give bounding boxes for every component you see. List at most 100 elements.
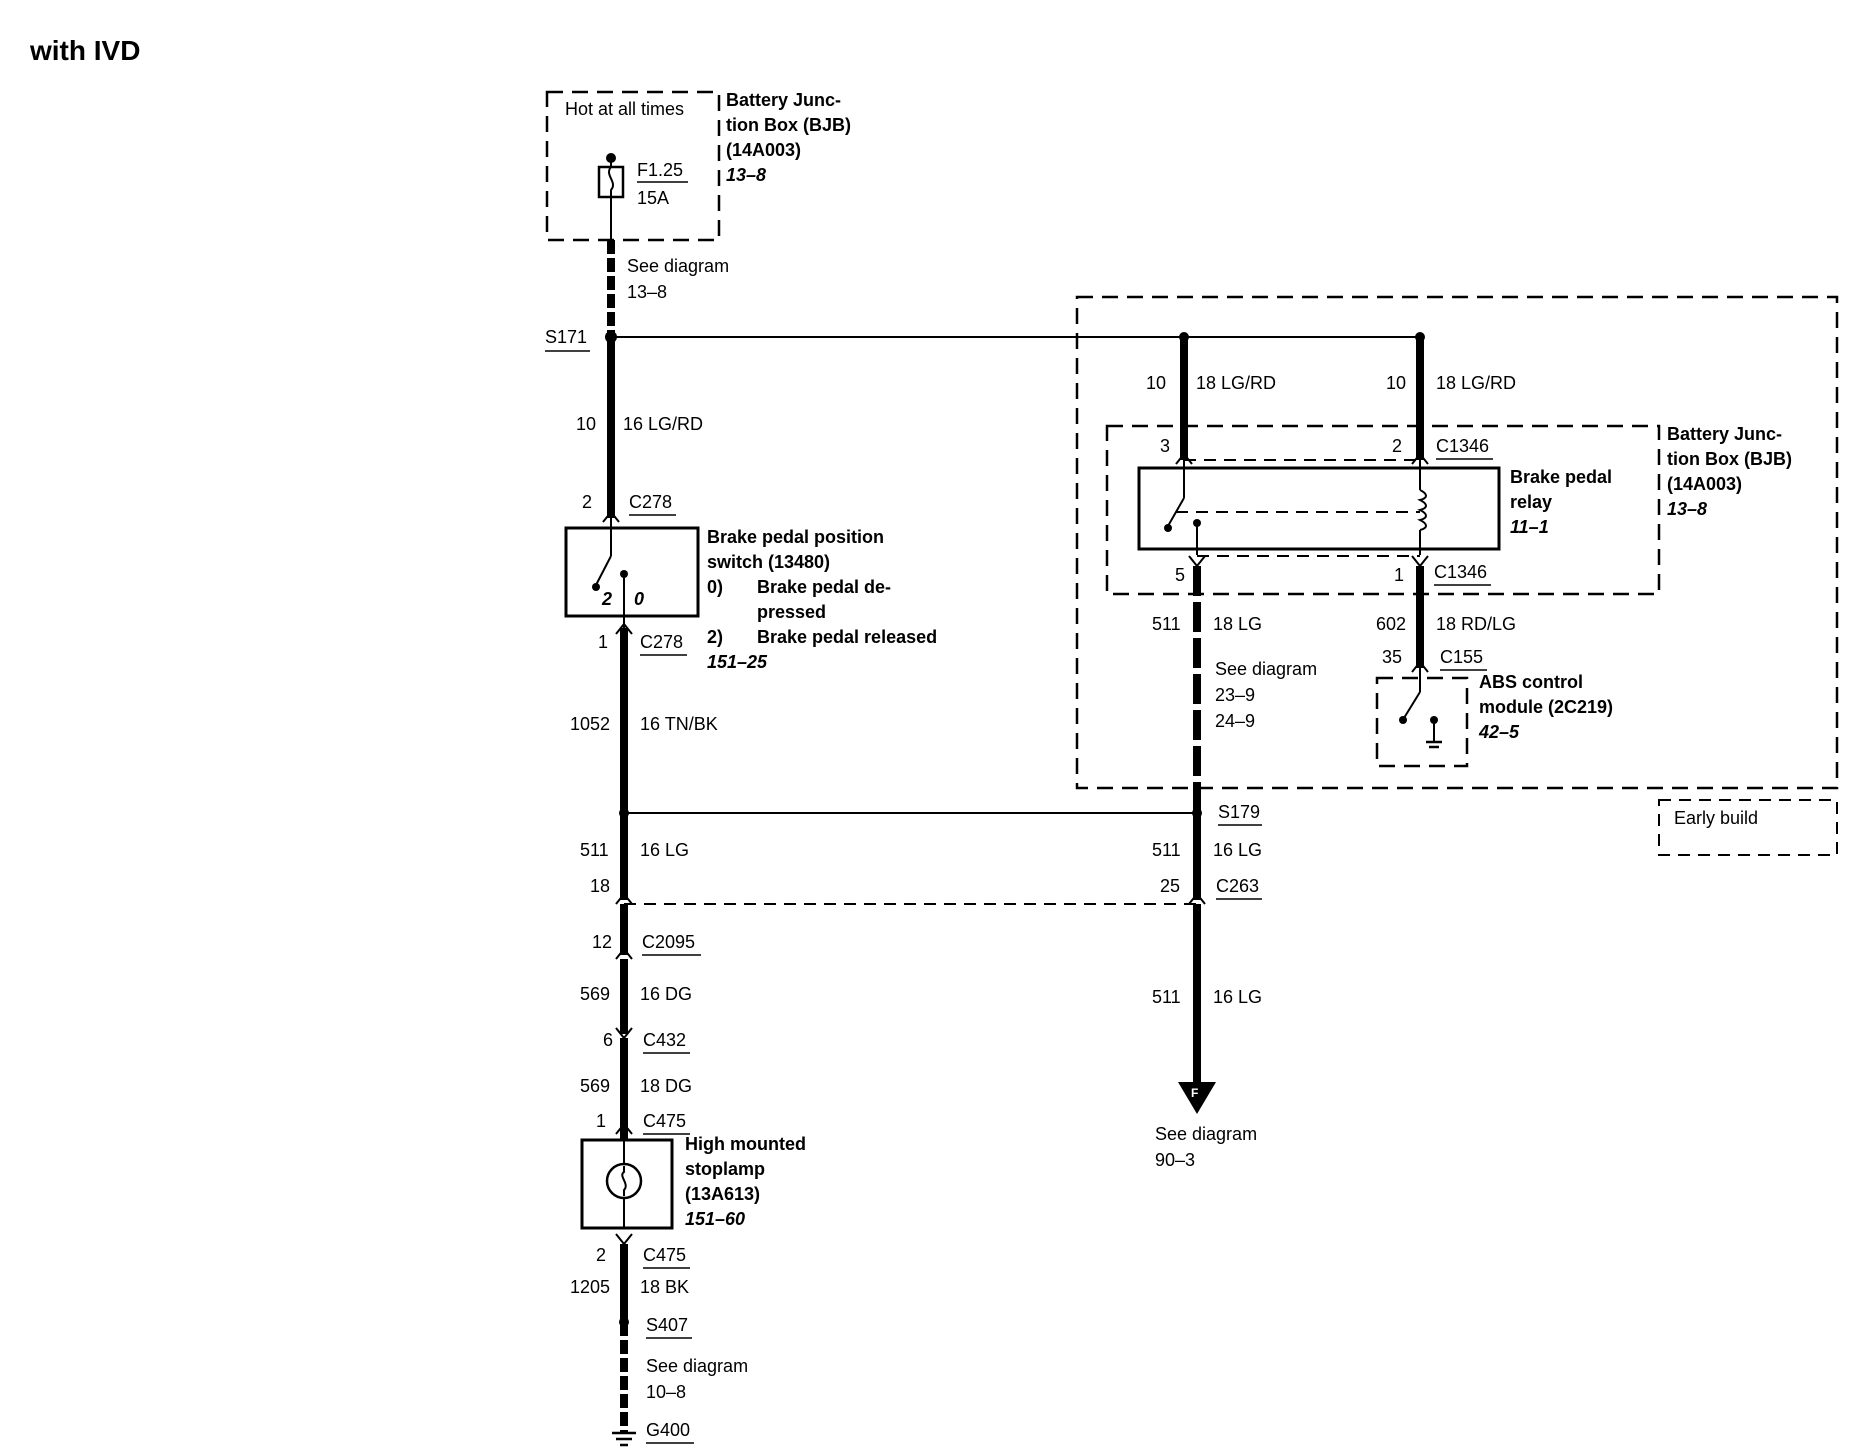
- c278-top-chevron: [602, 510, 620, 523]
- wire-main-1-circuit: 10: [576, 414, 596, 434]
- bjb-right-part: (14A003): [1667, 474, 1742, 494]
- abs-switch-blade: [1403, 691, 1421, 719]
- bjb-hot-label: Hot at all times: [565, 99, 684, 119]
- brake-switch-pos0-text2: pressed: [757, 602, 826, 622]
- see-diagram-mid-ref1: 23–9: [1215, 685, 1255, 705]
- see-diagram-bottom-ref: 10–8: [646, 1382, 686, 1402]
- wire-1205-gauge: 18 BK: [640, 1277, 689, 1297]
- brake-switch-pos2-text: Brake pedal released: [757, 627, 937, 647]
- c475-top-pin: 1: [596, 1111, 606, 1131]
- c155-chevron: [1411, 660, 1429, 673]
- wire-511-relay-gauge: 18 LG: [1213, 614, 1262, 634]
- wire-511-down-circuit: 511: [1152, 987, 1181, 1007]
- splice-s179-label: S179: [1218, 802, 1260, 822]
- c263-label: C263: [1216, 876, 1259, 896]
- stoplamp-name-1: High mounted: [685, 1134, 806, 1154]
- fuse-id: F1.25: [637, 160, 683, 180]
- switch-pin-0: 0: [634, 589, 644, 609]
- continuation-arrow-letter: F: [1191, 1086, 1198, 1100]
- c278-top-label: C278: [629, 492, 672, 512]
- bjb-top-ref: 13–8: [726, 165, 766, 185]
- c1346-top-pin-left: 3: [1160, 436, 1170, 456]
- page-title: with IVD: [29, 35, 140, 66]
- bjb-right-name-2: tion Box (BJB): [1667, 449, 1792, 469]
- bjb-top-box: [545, 90, 721, 242]
- switch-contact-2: [592, 583, 600, 591]
- c475-bottom-chevron: [615, 1233, 633, 1246]
- brake-switch-name-1: Brake pedal position: [707, 527, 884, 547]
- brake-switch-pos0-text1: Brake pedal de-: [757, 577, 891, 597]
- c1346-top-label: C1346: [1436, 436, 1489, 456]
- c1346-bottom-pin-right: 1: [1394, 565, 1404, 585]
- splice-s407-label: S407: [646, 1315, 688, 1335]
- c1346-bottom-chevron-right: [1411, 555, 1429, 568]
- left-pin-18: 18: [590, 876, 610, 896]
- c155-pin: 35: [1382, 647, 1402, 667]
- see-diagram-arrow-label: See diagram: [1155, 1124, 1257, 1144]
- wire-602-circuit: 602: [1376, 614, 1406, 634]
- stoplamp-filament: [621, 1166, 627, 1196]
- abs-ref: 42–5: [1478, 722, 1520, 742]
- c2095-label: C2095: [642, 932, 695, 952]
- fuse-rating: 15A: [637, 188, 669, 208]
- wire-511-left-gauge: 16 LG: [640, 840, 689, 860]
- c278-bottom-chevron: [615, 622, 633, 635]
- relay-name-2: relay: [1510, 492, 1552, 512]
- c2095-chevron: [615, 947, 633, 960]
- c1346-bottom-chevron-left: [1188, 555, 1206, 568]
- bjb-right-ref: 13–8: [1667, 499, 1707, 519]
- wire-1052-gauge: 16 TN/BK: [640, 714, 718, 734]
- wire-511-mid-circuit: 511: [1152, 840, 1181, 860]
- wire-main-1-gauge: 16 LG/RD: [623, 414, 703, 434]
- brake-switch-pos2-num: 2): [707, 627, 723, 647]
- stoplamp-ref: 151–60: [685, 1209, 745, 1229]
- c1346-bottom-pin-left: 5: [1175, 565, 1185, 585]
- wire-1205-circuit: 1205: [570, 1277, 610, 1297]
- brake-switch-pos0-num: 0): [707, 577, 723, 597]
- c2095-pin: 12: [592, 932, 612, 952]
- wire-511-down-gauge: 16 LG: [1213, 987, 1262, 1007]
- c278-bottom-label: C278: [640, 632, 683, 652]
- wire-511-relay-circuit: 511: [1152, 614, 1181, 634]
- see-diagram-bottom-label: See diagram: [646, 1356, 748, 1376]
- stoplamp-name-2: stoplamp: [685, 1159, 765, 1179]
- wire-1052-circuit: 1052: [570, 714, 610, 734]
- c155-label: C155: [1440, 647, 1483, 667]
- relay-coil-icon: [1417, 489, 1427, 531]
- wire-569-b-gauge: 18 DG: [640, 1076, 692, 1096]
- bjb-right-name-1: Battery Junc-: [1667, 424, 1782, 444]
- c1346-bottom-label: C1346: [1434, 562, 1487, 582]
- c263-chevron: [1188, 892, 1206, 905]
- see-diagram-1-label: See diagram: [627, 256, 729, 276]
- stoplamp-box: [580, 1138, 674, 1230]
- abs-module-box: [1375, 676, 1469, 768]
- early-build-outer-box: [1075, 295, 1839, 790]
- wire-569-b-circuit: 569: [580, 1076, 610, 1096]
- see-diagram-mid-ref2: 24–9: [1215, 711, 1255, 731]
- brake-switch-box: [564, 526, 700, 618]
- bjb-top-part: (14A003): [726, 140, 801, 160]
- brake-switch-ref: 151–25: [707, 652, 768, 672]
- relay-wire-left-gauge: 18 LG/RD: [1196, 373, 1276, 393]
- abs-name-1: ABS control: [1479, 672, 1583, 692]
- stoplamp-part: (13A613): [685, 1184, 760, 1204]
- abs-switch-contact: [1399, 716, 1407, 724]
- see-diagram-1-ref: 13–8: [627, 282, 667, 302]
- switch-blade: [595, 555, 612, 586]
- relay-switch-contact: [1164, 524, 1172, 532]
- c475-bottom-pin: 2: [596, 1245, 606, 1265]
- bjb-top-name-1: Battery Junc-: [726, 90, 841, 110]
- bjb-top-name-2: tion Box (BJB): [726, 115, 851, 135]
- switch-pin-2: 2: [601, 589, 612, 609]
- early-build-label: Early build: [1674, 808, 1758, 828]
- ground-g400-label: G400: [646, 1420, 690, 1440]
- early-build-label-box: [1658, 799, 1838, 856]
- wire-511-left-circuit: 511: [580, 840, 609, 860]
- wire-569-a-circuit: 569: [580, 984, 610, 1004]
- c432-label: C432: [643, 1030, 686, 1050]
- bjb-right-box: [1105, 424, 1661, 596]
- relay-wire-right-circuit: 10: [1386, 373, 1406, 393]
- wire-569-a-gauge: 16 DG: [640, 984, 692, 1004]
- wire-602-gauge: 18 RD/LG: [1436, 614, 1516, 634]
